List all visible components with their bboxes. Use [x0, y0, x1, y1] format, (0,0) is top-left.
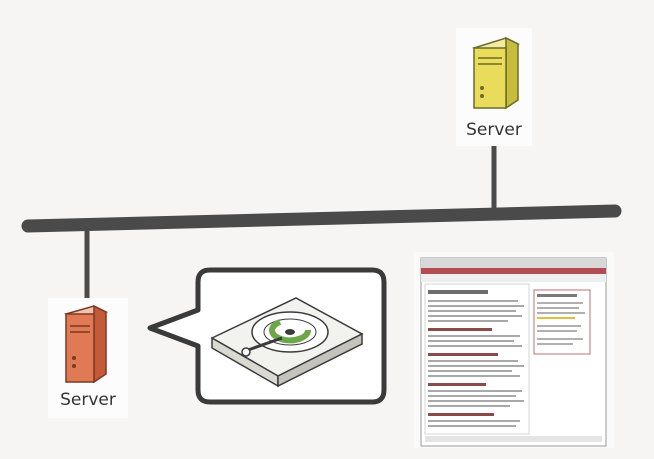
top-server-label: Server [466, 120, 522, 140]
browser-window-icon [414, 252, 614, 448]
server-icon [472, 36, 520, 110]
network-bus [21, 204, 622, 233]
hard-drive-icon [210, 297, 364, 388]
server-icon [63, 304, 109, 384]
bottom-server-label: Server [60, 390, 116, 410]
